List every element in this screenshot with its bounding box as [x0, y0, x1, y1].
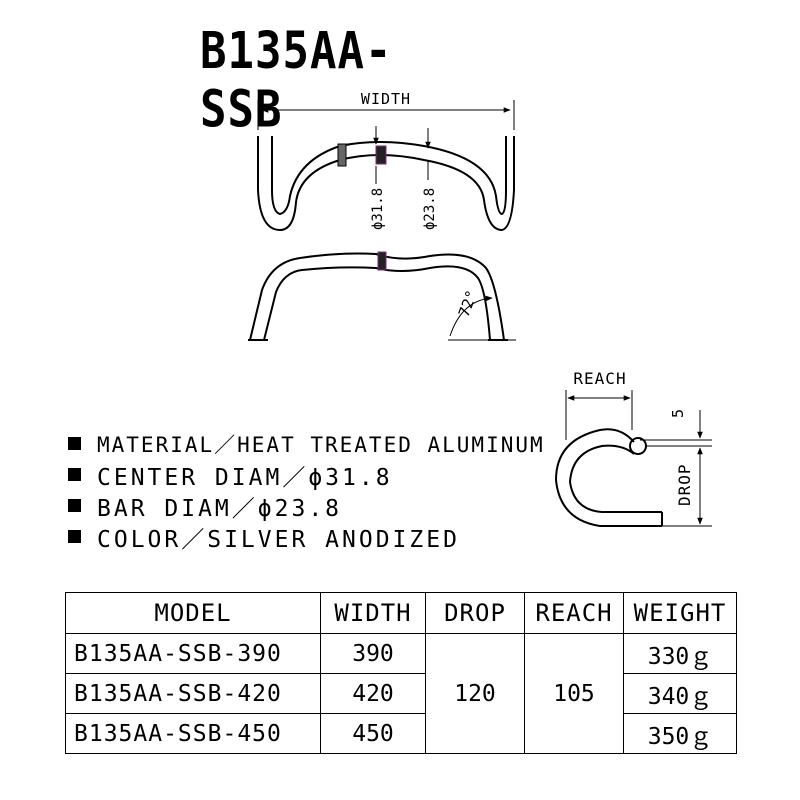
reach-label: REACH — [573, 369, 626, 388]
spec-text: BAR DIAM／ϕ23.8 — [97, 495, 343, 522]
header-width: WIDTH — [320, 592, 426, 634]
handlebar-top-view — [257, 136, 515, 232]
table-row: B135AA-SSB-420 420 340ｇ — [65, 673, 737, 714]
spec-list: MATERIAL／HEAT TREATED ALUMINUM CENTER DI… — [68, 428, 545, 553]
flare-angle-dimension — [448, 295, 516, 341]
spec-text: COLOR／SILVER ANODIZED — [97, 526, 460, 553]
table-row: B135AA-SSB-450 450 350ｇ — [65, 713, 737, 754]
spec-text: MATERIAL／HEAT TREATED ALUMINUM — [97, 432, 545, 457]
cell-weight: 330ｇ — [623, 633, 737, 674]
reach-drop-dimensions — [565, 390, 712, 527]
cell-model: B135AA-SSB-420 — [65, 673, 321, 714]
width-dimension — [257, 100, 515, 184]
cell-model: B135AA-SSB-450 — [65, 713, 321, 754]
cell-weight: 350ｇ — [623, 713, 737, 754]
handlebar-side-profile — [554, 428, 663, 527]
bullet-square-icon — [68, 499, 81, 512]
bullet-square-icon — [68, 530, 81, 543]
header-weight: WEIGHT — [623, 592, 737, 634]
bullet-square-icon — [68, 437, 81, 450]
bullet-square-icon — [68, 468, 81, 481]
cell-width: 420 — [320, 673, 426, 714]
flare-angle-label: 72° — [455, 288, 481, 320]
center-diam-label: ϕ31.8 — [370, 188, 386, 230]
header-reach: REACH — [524, 592, 624, 634]
table-header-row: MODEL WIDTH DROP REACH WEIGHT — [65, 592, 737, 634]
cell-model: B135AA-SSB-390 — [65, 633, 321, 674]
cell-width: 450 — [320, 713, 426, 754]
table-row: B135AA-SSB-390 390 120 105 330ｇ — [65, 633, 737, 754]
drop-offset-label: 5 — [669, 409, 687, 418]
cell-drop: 120 — [425, 633, 525, 754]
spec-text: CENTER DIAM／ϕ31.8 — [97, 464, 393, 491]
spec-material: MATERIAL／HEAT TREATED ALUMINUM — [68, 428, 545, 459]
model-size-table: MODEL WIDTH DROP REACH WEIGHT B135AA-SSB… — [65, 592, 737, 754]
drop-label: DROP — [675, 463, 694, 506]
cell-reach: 105 — [524, 633, 624, 754]
spec-bar-diam: BAR DIAM／ϕ23.8 — [68, 490, 545, 522]
bar-diam-label: ϕ23.8 — [422, 188, 438, 230]
cell-weight: 340ｇ — [623, 673, 737, 714]
spec-color: COLOR／SILVER ANODIZED — [68, 521, 545, 553]
cell-width: 390 — [320, 633, 426, 674]
width-label: WIDTH — [361, 90, 411, 108]
header-drop: DROP — [425, 592, 525, 634]
spec-center-diam: CENTER DIAM／ϕ31.8 — [68, 459, 545, 491]
header-model: MODEL — [65, 592, 321, 634]
